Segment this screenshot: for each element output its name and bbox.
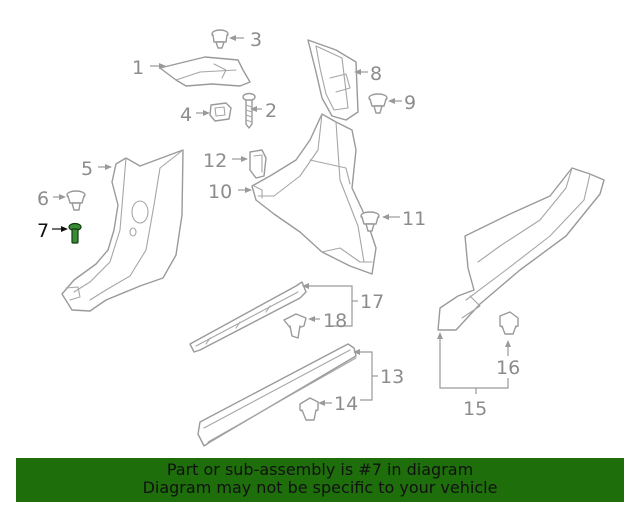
callout-11[interactable]: 11 <box>402 208 426 230</box>
banner-line-2: Diagram may not be specific to your vehi… <box>142 478 498 497</box>
callout-5[interactable]: 5 <box>81 158 93 180</box>
callout-8[interactable]: 8 <box>370 63 382 85</box>
info-banner: Part or sub-assembly is #7 in diagram Di… <box>16 458 624 502</box>
callout-4[interactable]: 4 <box>180 104 192 126</box>
callout-18[interactable]: 18 <box>323 310 347 332</box>
callout-labels: 1 2 3 4 5 6 7 8 9 10 11 12 13 14 15 16 1… <box>37 29 520 420</box>
part-10-pillar-lower-trim[interactable] <box>251 113 377 275</box>
part-2-screw[interactable] <box>242 92 256 129</box>
part-12-bracket-clip[interactable] <box>249 149 267 179</box>
callout-15[interactable]: 15 <box>463 398 487 420</box>
part-1-upper-trim[interactable] <box>159 56 251 87</box>
callout-3[interactable]: 3 <box>250 29 262 51</box>
callout-16[interactable]: 16 <box>496 357 520 379</box>
callout-13[interactable]: 13 <box>380 366 404 388</box>
callout-6[interactable]: 6 <box>37 188 49 210</box>
part-6-clip[interactable] <box>66 190 86 211</box>
part-18-clip[interactable] <box>283 313 307 339</box>
part-4-clip-nut[interactable] <box>209 102 232 122</box>
part-13-lower-sill-trim[interactable] <box>197 343 357 447</box>
part-3-clip[interactable] <box>211 29 229 49</box>
part-8-pillar-upper-trim[interactable] <box>307 39 359 121</box>
banner-line-1: Part or sub-assembly is #7 in diagram <box>166 460 474 479</box>
callout-12[interactable]: 12 <box>203 150 227 172</box>
part-7-screw-highlighted[interactable] <box>68 222 82 244</box>
part-9-clip[interactable] <box>368 93 388 114</box>
callout-2[interactable]: 2 <box>265 100 277 122</box>
callout-1[interactable]: 1 <box>132 57 144 79</box>
callout-7[interactable]: 7 <box>37 220 49 242</box>
part-16-clip[interactable] <box>499 311 519 335</box>
leader-lines <box>52 35 511 406</box>
callout-10[interactable]: 10 <box>208 181 232 203</box>
callout-14[interactable]: 14 <box>334 393 358 415</box>
callout-9[interactable]: 9 <box>404 92 416 114</box>
part-11-clip[interactable] <box>360 211 380 232</box>
part-5-pillar-lower-trim[interactable] <box>61 149 184 312</box>
part-17-sill-trim[interactable] <box>189 281 307 353</box>
part-15-rear-quarter-trim[interactable] <box>437 167 605 331</box>
part-14-clip[interactable] <box>299 397 319 421</box>
callout-17[interactable]: 17 <box>360 291 384 313</box>
